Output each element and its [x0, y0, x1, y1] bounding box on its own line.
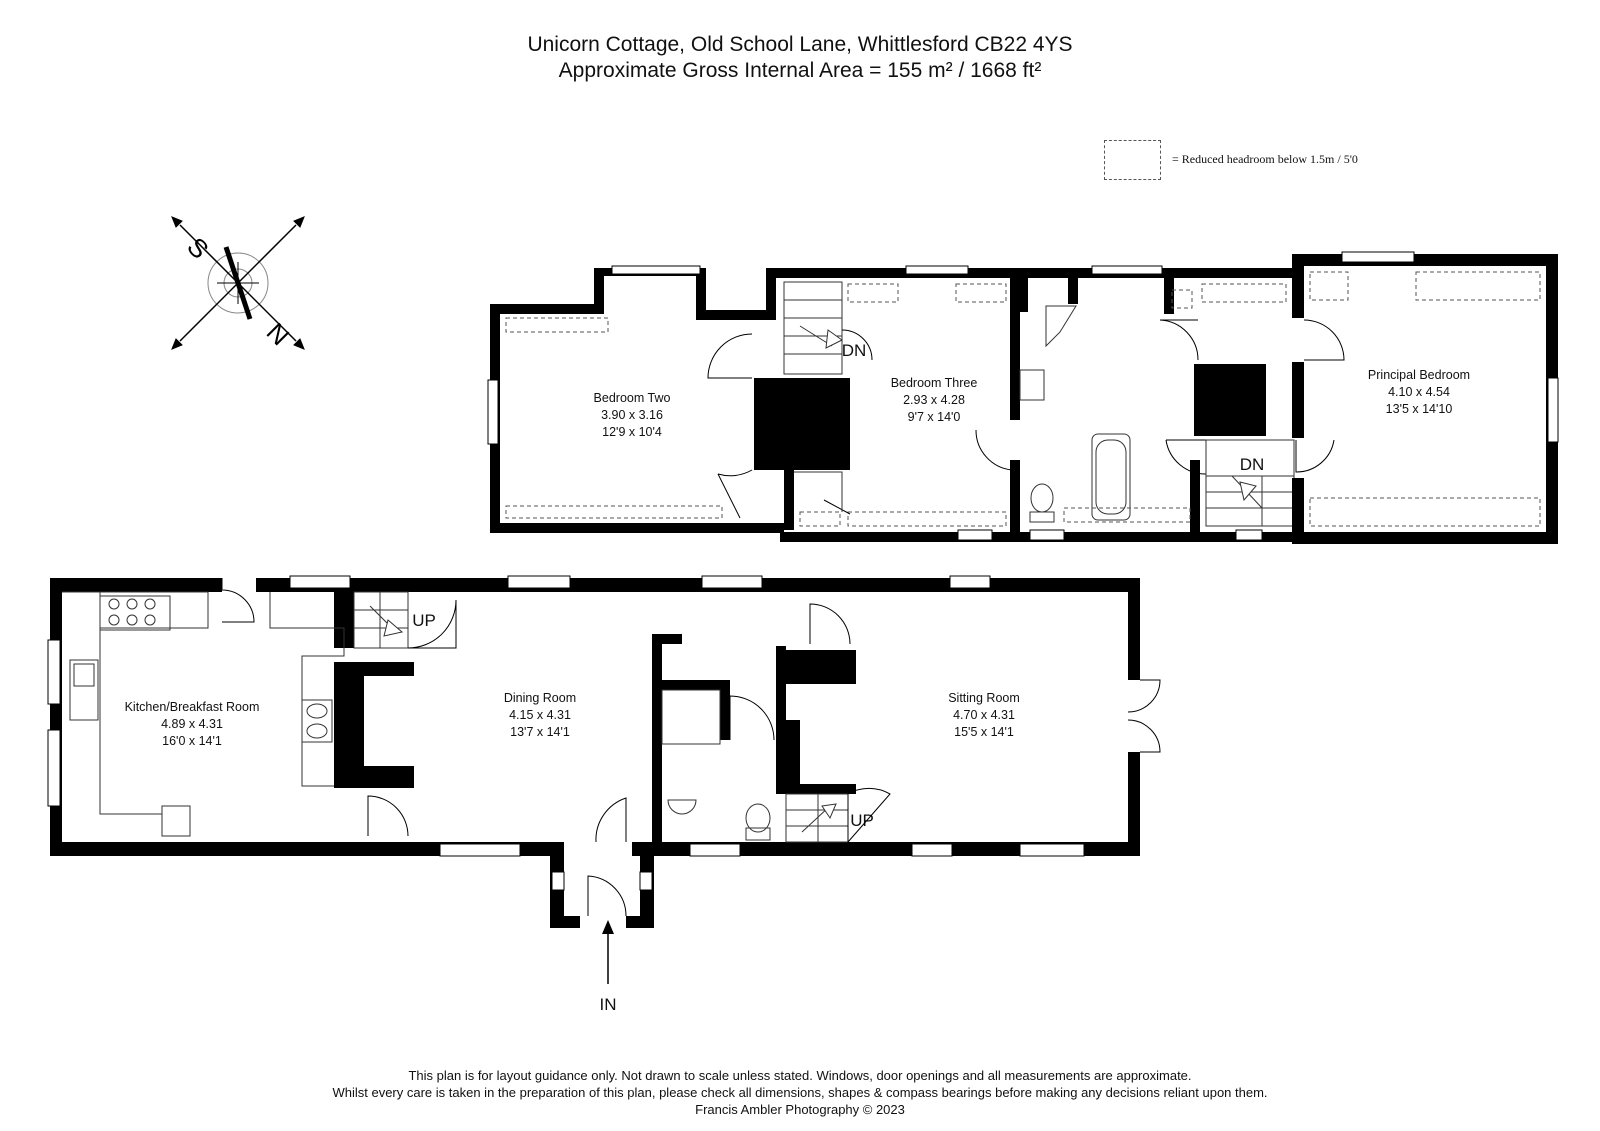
kitchen-name: Kitchen/Breakfast Room — [125, 700, 260, 714]
staircase-first-floor-left — [783, 281, 843, 375]
disclaimer-line-2: Whilst every care is taken in the prepar… — [332, 1085, 1268, 1100]
compass-south-label: S — [181, 231, 214, 264]
landing-walls — [1194, 268, 1302, 542]
bedroom-three-metric: 2.93 x 4.28 — [903, 393, 965, 407]
kitchen-imperial: 16'0 x 14'1 — [162, 734, 222, 748]
kitchen-double-sink-icon — [301, 699, 333, 743]
hob-icon — [99, 595, 171, 631]
bedroom-two-metric: 3.90 x 3.16 — [601, 408, 663, 422]
copyright-line: Francis Ambler Photography © 2023 — [695, 1102, 905, 1117]
compass-north-label: N — [261, 317, 295, 351]
toilet-downstairs-icon — [745, 803, 771, 833]
principal-bedroom-metric: 4.10 x 4.54 — [1388, 385, 1450, 399]
entrance-arrow-icon — [602, 920, 614, 984]
stair-up-label-1: UP — [412, 611, 436, 630]
sitting-imperial: 15'5 x 14'1 — [954, 725, 1014, 739]
reduced-headroom-legend-text: = Reduced headroom below 1.5m / 5'0 — [1172, 152, 1358, 166]
staircase-first-floor-right — [1205, 475, 1295, 527]
bedroom-three-walls — [780, 268, 1026, 542]
dining-metric: 4.15 x 4.31 — [509, 708, 571, 722]
bedroom-three-imperial: 9'7 x 14'0 — [908, 410, 961, 424]
shower-room-fittings — [661, 689, 771, 841]
compass-icon: S N — [171, 216, 305, 351]
dining-imperial: 13'7 x 14'1 — [510, 725, 570, 739]
sitting-metric: 4.70 x 4.31 — [953, 708, 1015, 722]
entrance-label: IN — [600, 995, 617, 1014]
bedroom-two-name: Bedroom Two — [594, 391, 671, 405]
basin-downstairs-icon — [667, 799, 697, 815]
bedroom-two-imperial: 12'9 x 10'4 — [602, 425, 662, 439]
first-floor-plan: DN — [487, 251, 1559, 544]
principal-bedroom-walls — [1292, 254, 1558, 544]
staircase-ground-floor-left — [353, 591, 409, 649]
stair-dn-label-2: DN — [1240, 455, 1265, 474]
dining-name: Dining Room — [504, 691, 576, 705]
toilet-upstairs-icon — [1030, 483, 1054, 513]
ground-floor-plan: UP UP IN — [47, 575, 1161, 1014]
kitchen-worktops — [62, 591, 345, 837]
plan-title: Unicorn Cottage, Old School Lane, Whittl… — [527, 33, 1073, 56]
staircase-ground-floor-right — [785, 793, 849, 843]
reduced-headroom-legend-swatch — [1104, 140, 1161, 180]
shower-tray-icon — [661, 689, 721, 745]
stair-dn-label-1: DN — [842, 341, 867, 360]
kitchen-metric: 4.89 x 4.31 — [161, 717, 223, 731]
principal-bedroom-imperial: 13'5 x 14'10 — [1386, 402, 1453, 416]
ground-floor-outer-walls — [50, 578, 1140, 928]
plan-area-subtitle: Approximate Gross Internal Area = 155 m²… — [558, 59, 1042, 82]
basin-upstairs-icon — [1019, 369, 1045, 401]
sitting-name: Sitting Room — [948, 691, 1020, 705]
kitchen-sink-icon — [69, 659, 99, 721]
bath-icon — [1091, 433, 1131, 521]
bedroom-three-name: Bedroom Three — [891, 376, 978, 390]
principal-bedroom-name: Principal Bedroom — [1368, 368, 1470, 382]
stair-up-label-2: UP — [850, 811, 874, 830]
disclaimer-line-1: This plan is for layout guidance only. N… — [408, 1068, 1192, 1083]
